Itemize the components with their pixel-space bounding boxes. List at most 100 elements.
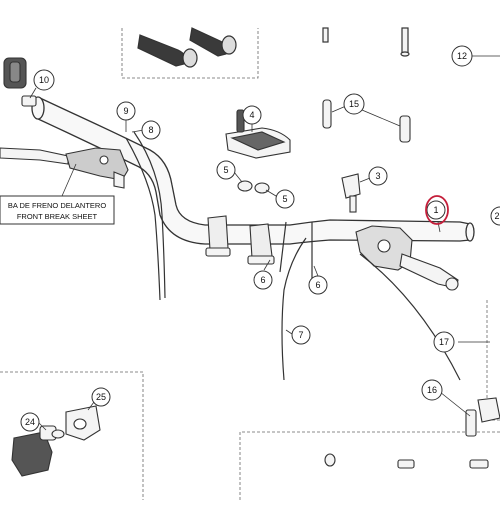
handlebar-grips (137, 27, 237, 68)
leader-15b (361, 109, 401, 127)
right-edge-component (477, 397, 500, 423)
callout-label-10: 10 (39, 75, 49, 85)
callout-circle-15 (343, 93, 365, 115)
callout-label-6a: 6 (260, 275, 265, 285)
highlight-callout-1 (425, 195, 449, 225)
cables (125, 131, 461, 381)
callout-circle-3 (368, 166, 388, 186)
cable-7 (281, 237, 307, 381)
left-assembly (0, 57, 129, 189)
left-cylinder-reservoir (113, 171, 125, 189)
leader-6b (313, 265, 319, 277)
bottom-right-screw (324, 453, 336, 467)
callout-circle-6b (308, 275, 328, 295)
callout-circle-10 (33, 69, 55, 91)
left-grip-end (182, 48, 198, 68)
left-cylinder-bolt (99, 155, 109, 165)
part-4-bolt-a (236, 109, 245, 133)
right-brake-assembly (355, 225, 459, 291)
top-pins (322, 27, 410, 57)
reference-box-frame (0, 195, 115, 225)
callout-label-15: 15 (349, 99, 359, 109)
part-5-washer-b (254, 182, 270, 194)
top-pin-right-end (400, 51, 410, 57)
callout-label-5b: 5 (282, 194, 287, 204)
callout-circle-2 (490, 206, 500, 226)
callout-circle-5b (275, 189, 295, 209)
bottom-right-parts (324, 397, 500, 469)
callout-circle-16 (421, 379, 443, 401)
reference-box: BA DE FRENO DELANTERO FRONT BREAK SHEET (0, 195, 115, 225)
cable-16 (359, 253, 461, 381)
leader-6a (263, 259, 271, 271)
callout-circle-7 (291, 325, 311, 345)
callout-circle-25 (91, 387, 111, 407)
callout-label-5a: 5 (223, 165, 228, 175)
callout-circle-8 (141, 120, 161, 140)
leader-3 (359, 177, 371, 183)
right-cylinder-bolt (377, 239, 391, 253)
callout-circle-1 (426, 200, 446, 220)
callout-label-25: 25 (96, 392, 106, 402)
leader-ref (61, 163, 77, 197)
right-riser (249, 223, 273, 259)
callout-label-6b: 6 (315, 280, 320, 290)
leader-5b (265, 189, 277, 197)
callout-label-16: 16 (427, 385, 437, 395)
cable-6 (279, 221, 313, 278)
part-4-top-clamp-shade (230, 131, 286, 151)
cable-9 (125, 137, 161, 301)
reference-box-line2: FRONT BREAK SHEET (17, 212, 98, 221)
leader-16 (439, 391, 471, 417)
part-25-hole (73, 418, 87, 430)
right-lever-tip (445, 277, 459, 291)
callout-circle-5a (216, 160, 236, 180)
callout-label-9: 9 (123, 106, 128, 116)
leader-15a (331, 105, 347, 113)
callout-circle-17 (433, 331, 455, 353)
bottom-right-washer (397, 459, 415, 469)
left-riser (207, 215, 229, 251)
leader-7 (285, 329, 293, 335)
left-master-cylinder (65, 147, 129, 181)
top-pin-right (401, 27, 409, 55)
part-5-washer-a (237, 180, 253, 192)
section-box-bottom-right (239, 431, 500, 500)
part-16-fitting (465, 409, 477, 437)
callout-circle-12 (451, 45, 473, 67)
callout-circles (20, 45, 500, 432)
callout-circle-9 (116, 101, 136, 121)
left-riser-base (205, 247, 231, 257)
callout-circle-6a (253, 270, 273, 290)
callout-labels: 10 9 8 4 5 5 3 15 12 6 6 7 17 16 24 25 2… (25, 51, 500, 427)
callout-label-8: 8 (148, 125, 153, 135)
callout-label-4: 4 (249, 110, 254, 120)
section-box-grips (121, 28, 259, 79)
reference-box-line1: BA DE FRENO DELANTERO (8, 201, 107, 210)
center-parts (205, 109, 291, 265)
part-3-stem (349, 195, 357, 213)
callout-label-17: 17 (439, 337, 449, 347)
part-24-washer (51, 429, 65, 439)
callout-label-24: 24 (25, 417, 35, 427)
right-riser-base (247, 255, 275, 265)
part-3-reservoir (341, 173, 361, 213)
top-pin-left (322, 27, 329, 43)
section-box-bottom-left (0, 371, 144, 500)
handlebar-right-end (465, 222, 475, 242)
callout-label-7: 7 (298, 330, 303, 340)
part-10-nut (21, 95, 37, 107)
part-3-body (341, 173, 361, 199)
left-brake-lever (0, 147, 69, 165)
callout-label-3: 3 (375, 171, 380, 181)
leader-5a (233, 171, 243, 183)
part-15-bolts (322, 99, 411, 143)
leader-25 (87, 401, 95, 411)
callout-circle-24 (20, 412, 40, 432)
left-grip (137, 34, 187, 67)
callout-circle-4 (242, 105, 262, 125)
bolt-15-left (322, 99, 332, 129)
left-switch-detail (9, 61, 21, 83)
bolt-15-right (399, 115, 411, 143)
